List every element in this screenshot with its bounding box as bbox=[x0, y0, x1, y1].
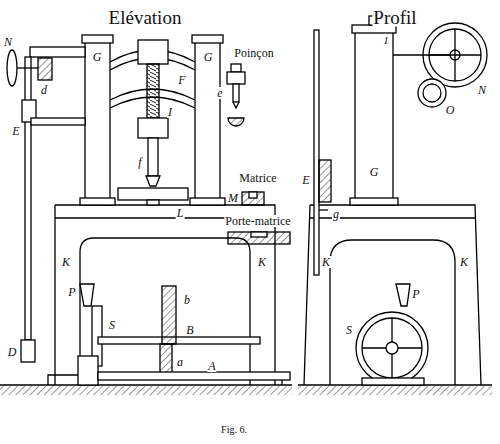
part-letter: I bbox=[167, 106, 173, 118]
part-letter: M bbox=[227, 192, 239, 204]
elevation-view-stroke bbox=[21, 340, 35, 362]
elevation-view-stroke bbox=[82, 35, 113, 43]
part-letter: N bbox=[3, 36, 13, 48]
part-letter: B bbox=[185, 324, 194, 336]
part-letter: b bbox=[183, 294, 191, 306]
elevation-view-stroke bbox=[146, 176, 160, 186]
profile-view-stroke bbox=[418, 79, 446, 107]
elevation-view-stroke bbox=[38, 58, 52, 80]
profile-view-stroke bbox=[330, 240, 455, 385]
elevation-view-stroke bbox=[98, 337, 260, 344]
detail-parts-stroke bbox=[233, 102, 239, 108]
elevation-view-stroke bbox=[80, 238, 250, 385]
elevation-view-stroke bbox=[7, 50, 17, 86]
profile-view-stroke bbox=[396, 284, 410, 306]
part-letter: K bbox=[459, 256, 469, 268]
profile-view-stroke bbox=[393, 54, 450, 55]
detail-parts-stroke bbox=[251, 232, 267, 237]
part-letter: F bbox=[177, 74, 186, 86]
profile-view-stroke bbox=[298, 386, 492, 395]
elevation-view-stroke bbox=[190, 198, 225, 205]
part-letter: N bbox=[477, 84, 487, 96]
part-letter: 1 bbox=[382, 35, 390, 46]
elevation-view-stroke bbox=[80, 198, 115, 205]
part-letter: K bbox=[61, 256, 71, 268]
part-letter: G bbox=[92, 51, 103, 63]
elevation-view-stroke bbox=[78, 356, 98, 385]
elevation-view-stroke bbox=[138, 40, 168, 64]
part-letter: S bbox=[345, 324, 353, 336]
elevation-view-stroke bbox=[98, 372, 290, 380]
part-letter: L bbox=[176, 207, 185, 219]
part-letter: A bbox=[207, 360, 216, 372]
profile-view-stroke bbox=[319, 160, 331, 202]
detail-heading: Porte-matrice bbox=[224, 215, 291, 227]
elevation-view-stroke bbox=[85, 42, 110, 205]
profile-view-stroke bbox=[423, 84, 441, 102]
elevation-view-stroke bbox=[80, 284, 94, 306]
elevation-view-stroke bbox=[30, 47, 85, 57]
part-letter: E bbox=[11, 125, 20, 137]
elevation-view-stroke bbox=[192, 35, 223, 43]
elevation-view-stroke bbox=[0, 386, 292, 395]
elevation-view-stroke bbox=[0, 384, 292, 385]
part-letter: K bbox=[321, 256, 331, 268]
elevation-view-stroke bbox=[148, 138, 158, 176]
elevation-view-stroke bbox=[138, 118, 168, 138]
elevation-view-stroke bbox=[31, 118, 85, 125]
part-letter: d bbox=[40, 84, 48, 96]
part-letter: g bbox=[332, 208, 340, 220]
figure-caption: Fig. 6. bbox=[220, 425, 248, 435]
detail-parts-stroke bbox=[228, 232, 290, 244]
detail-parts-stroke bbox=[227, 72, 245, 84]
detail-parts-stroke bbox=[228, 118, 244, 126]
elevation-view-stroke bbox=[118, 188, 188, 200]
detail-parts-stroke bbox=[233, 84, 239, 102]
elevation-view-stroke bbox=[17, 67, 38, 68]
part-letter: O bbox=[445, 104, 456, 116]
elevation-view bbox=[0, 35, 292, 395]
part-letter: E bbox=[301, 174, 310, 186]
profile-view-stroke bbox=[319, 209, 328, 210]
elevation-view-stroke bbox=[160, 344, 172, 374]
view-heading: Profil bbox=[372, 8, 417, 27]
profile-view-stroke bbox=[350, 198, 398, 205]
detail-parts-stroke bbox=[231, 64, 241, 72]
elevation-view-stroke bbox=[162, 286, 176, 344]
detail-heading: Poinçon bbox=[233, 47, 274, 59]
profile-view-stroke bbox=[362, 318, 422, 378]
profile-view bbox=[298, 16, 492, 395]
part-letter: K bbox=[257, 256, 267, 268]
part-letter: P bbox=[67, 286, 76, 298]
detail-heading: Matrice bbox=[238, 172, 277, 184]
profile-view-stroke bbox=[386, 342, 398, 354]
part-letter: S bbox=[108, 319, 116, 331]
profile-view-stroke bbox=[362, 318, 422, 378]
elevation-view-stroke bbox=[147, 64, 159, 118]
part-letter: a bbox=[176, 356, 184, 368]
part-letter: P bbox=[411, 288, 420, 300]
view-heading: Elévation bbox=[108, 8, 183, 27]
detail-parts-stroke bbox=[242, 192, 264, 205]
part-letter: D bbox=[7, 346, 18, 358]
profile-view-stroke bbox=[304, 205, 481, 385]
profile-view-stroke bbox=[356, 312, 428, 384]
elevation-view-stroke bbox=[147, 200, 159, 205]
detail-parts-stroke bbox=[249, 192, 257, 198]
elevation-view-stroke bbox=[195, 42, 220, 205]
part-letter: e bbox=[216, 87, 223, 99]
profile-view-stroke bbox=[355, 32, 393, 205]
part-letter: f bbox=[137, 156, 142, 168]
part-letter: G bbox=[203, 51, 214, 63]
profile-view-stroke bbox=[314, 30, 319, 275]
part-letter: G bbox=[369, 166, 380, 178]
profile-view-stroke bbox=[362, 378, 424, 385]
